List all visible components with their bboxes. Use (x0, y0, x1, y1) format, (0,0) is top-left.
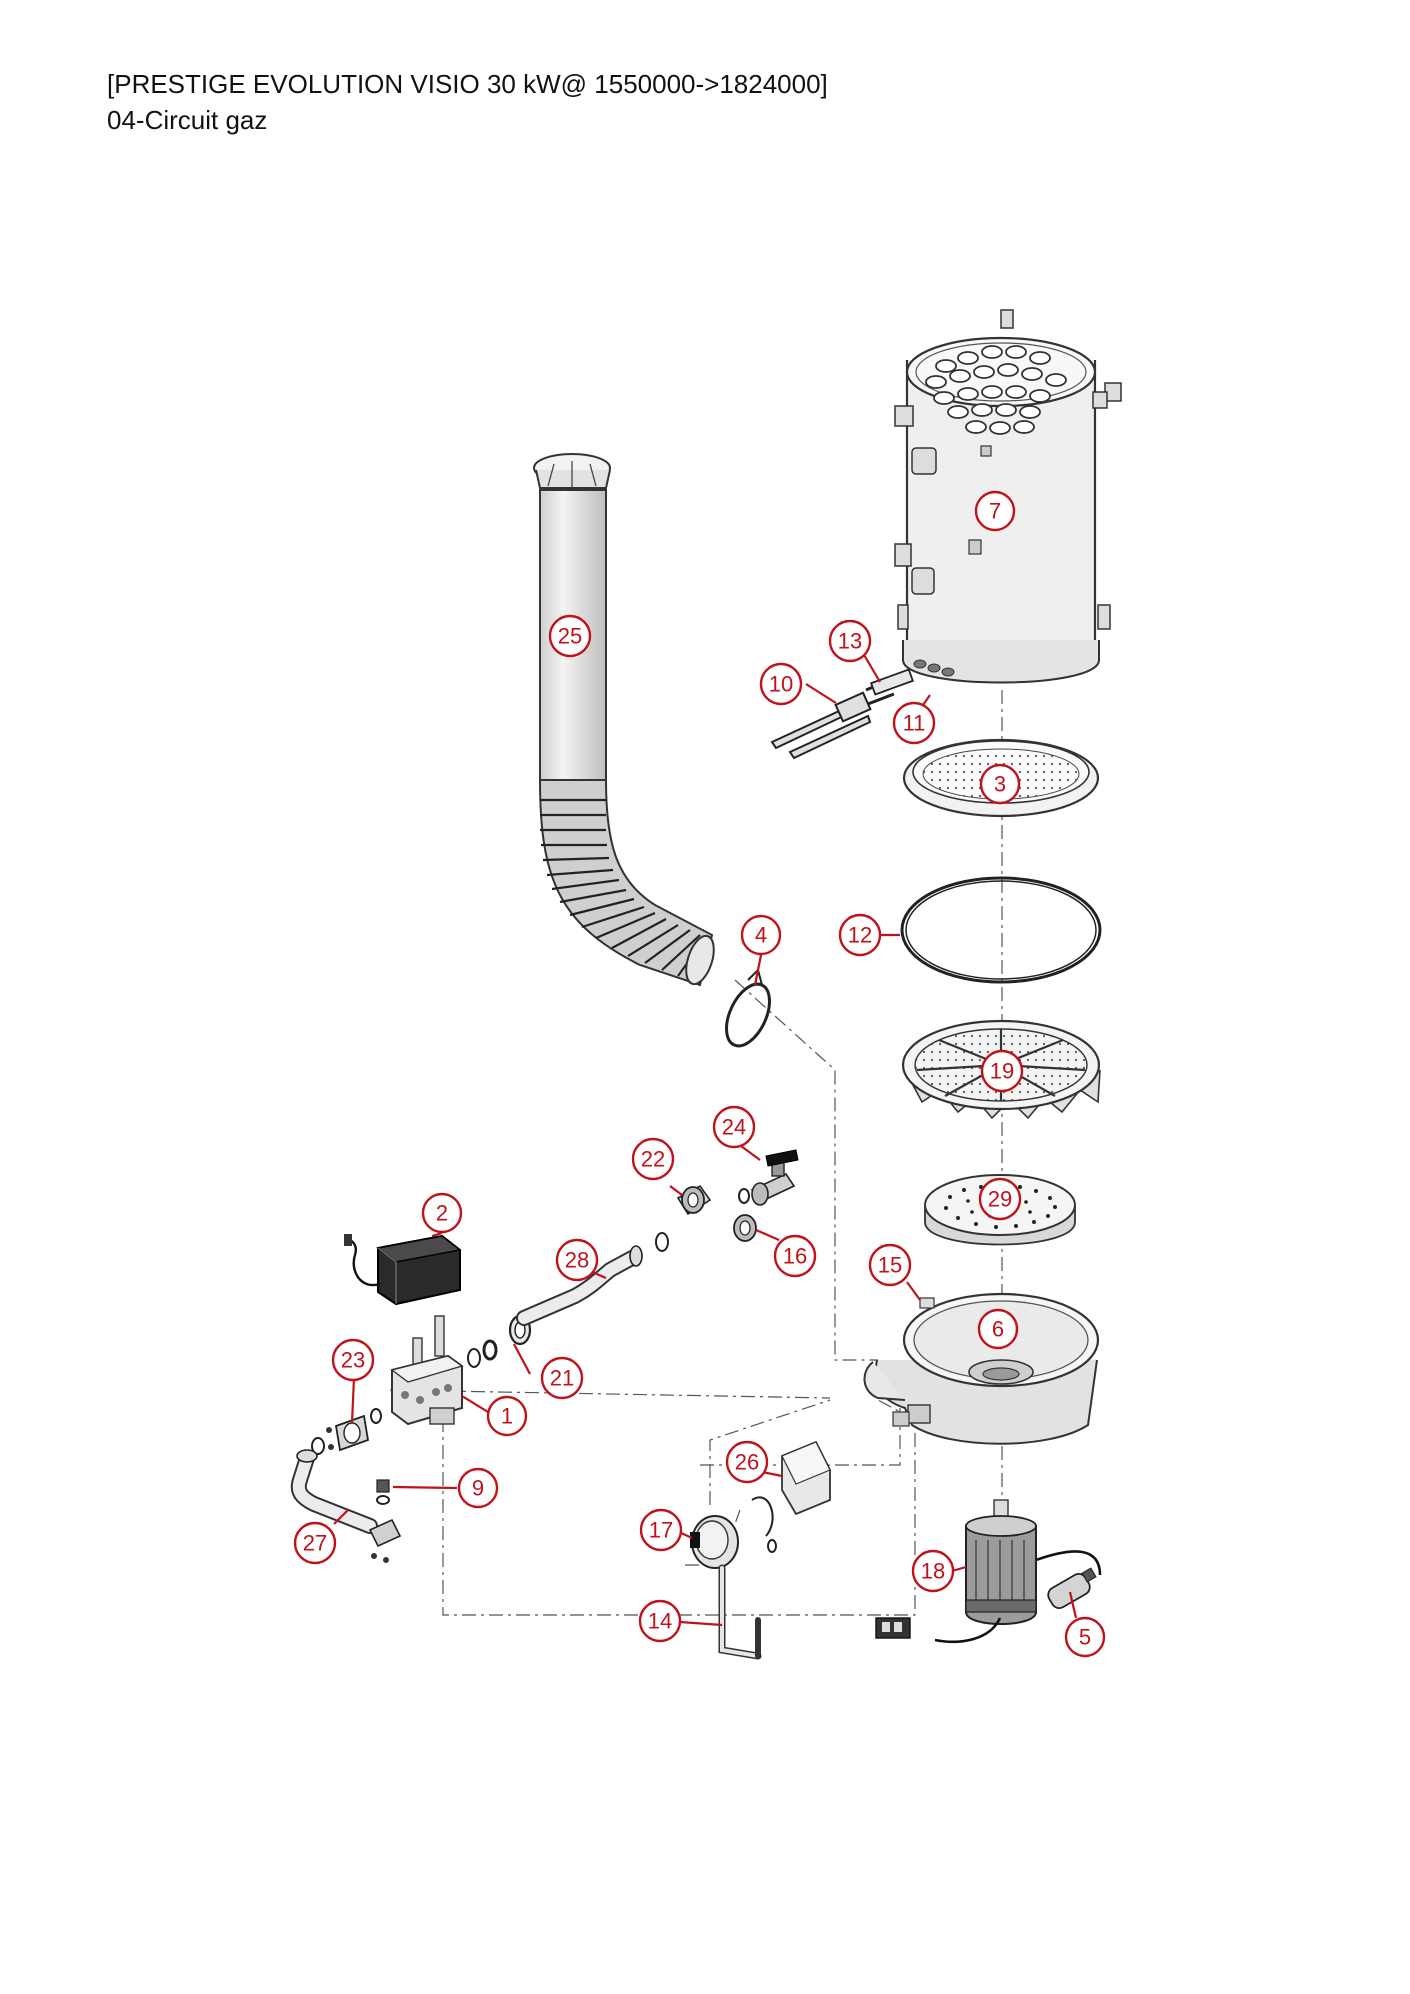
callout-26-label: 26 (735, 1450, 759, 1475)
callout-24-label: 24 (722, 1115, 746, 1140)
gas-cock (750, 1149, 799, 1206)
callout-22: 22 (631, 1137, 675, 1181)
mounting-bracket (781, 1440, 831, 1516)
callout-1-label: 1 (501, 1404, 513, 1429)
fan-capacitor (1047, 1567, 1097, 1609)
callout-4-label: 4 (755, 923, 767, 948)
gas-nozzle (376, 1479, 390, 1505)
electrode-clip (870, 668, 914, 696)
callout-3: 3 (979, 763, 1021, 805)
control-box (344, 1234, 462, 1306)
callout-17: 17 (639, 1508, 683, 1552)
gas-supply-pipe (516, 1232, 669, 1326)
callout-1: 1 (486, 1395, 528, 1437)
callout-7-label: 7 (989, 499, 1001, 524)
callout-19: 19 (980, 1049, 1024, 1093)
callout-11-label: 11 (903, 711, 926, 736)
callout-12: 12 (838, 913, 882, 957)
callout-24: 24 (712, 1105, 756, 1149)
callout-2-label: 2 (436, 1201, 448, 1226)
callout-12-label: 12 (848, 923, 872, 948)
callout-18-label: 18 (921, 1559, 945, 1584)
callout-2: 2 (421, 1192, 463, 1234)
callout-9-label: 9 (472, 1476, 484, 1501)
callout-6-label: 6 (992, 1317, 1004, 1342)
callout-11: 11 (892, 701, 936, 745)
callout-10-label: 10 (769, 672, 793, 697)
callout-4: 4 (740, 914, 782, 956)
callout-28: 28 (555, 1238, 599, 1282)
callout-25-label: 25 (558, 624, 582, 649)
inlet-fitting (733, 1188, 757, 1242)
callout-27: 27 (293, 1521, 337, 1565)
callout-29-label: 29 (988, 1187, 1012, 1212)
callout-3-label: 3 (994, 772, 1006, 797)
callout-28-label: 28 (565, 1248, 589, 1273)
pressure-tube (718, 1564, 762, 1660)
fan-motor (875, 1499, 1102, 1644)
callout-5: 5 (1064, 1616, 1106, 1658)
callout-7: 7 (974, 490, 1016, 532)
callout-13-label: 13 (838, 629, 862, 654)
callout-19-label: 19 (990, 1059, 1014, 1084)
callout-15-label: 15 (878, 1253, 902, 1278)
gasket-ring (900, 876, 1102, 984)
inlet-flange (326, 1414, 370, 1452)
valve-seals (311, 1339, 498, 1455)
callout-15: 15 (868, 1243, 912, 1287)
section-title: 04-Circuit gaz (107, 105, 268, 135)
callout-21: 21 (540, 1356, 584, 1400)
air-intake-pipe (533, 453, 715, 987)
bent-gas-pipe (290, 1449, 402, 1563)
hose-clamp (725, 968, 771, 1048)
callout-16-label: 16 (783, 1244, 807, 1269)
callout-9: 9 (457, 1467, 499, 1509)
ignition-electrode (770, 678, 895, 760)
burner-base-housing (863, 1292, 1100, 1445)
callout-17-label: 17 (649, 1518, 673, 1543)
pressure-switch (690, 1496, 777, 1569)
callout-10: 10 (759, 662, 803, 706)
callout-18: 18 (911, 1549, 955, 1593)
callout-13: 13 (828, 619, 872, 663)
callout-21-label: 21 (550, 1366, 574, 1391)
callout-5-label: 5 (1079, 1625, 1091, 1650)
callout-6: 6 (977, 1308, 1019, 1350)
callout-27-label: 27 (303, 1531, 327, 1556)
callout-14: 14 (638, 1599, 682, 1643)
callout-14-label: 14 (648, 1609, 672, 1634)
callout-16: 16 (773, 1234, 817, 1278)
callout-26: 26 (725, 1440, 769, 1484)
callout-23: 23 (331, 1338, 375, 1382)
callout-22-label: 22 (641, 1147, 665, 1172)
callout-29: 29 (978, 1177, 1022, 1221)
adapter-fitting (676, 1184, 712, 1216)
callout-23-label: 23 (341, 1348, 365, 1373)
model-title: [PRESTIGE EVOLUTION VISIO 30 kW@ 1550000… (107, 69, 828, 99)
callout-25: 25 (548, 614, 592, 658)
gas-valve (390, 1315, 464, 1426)
